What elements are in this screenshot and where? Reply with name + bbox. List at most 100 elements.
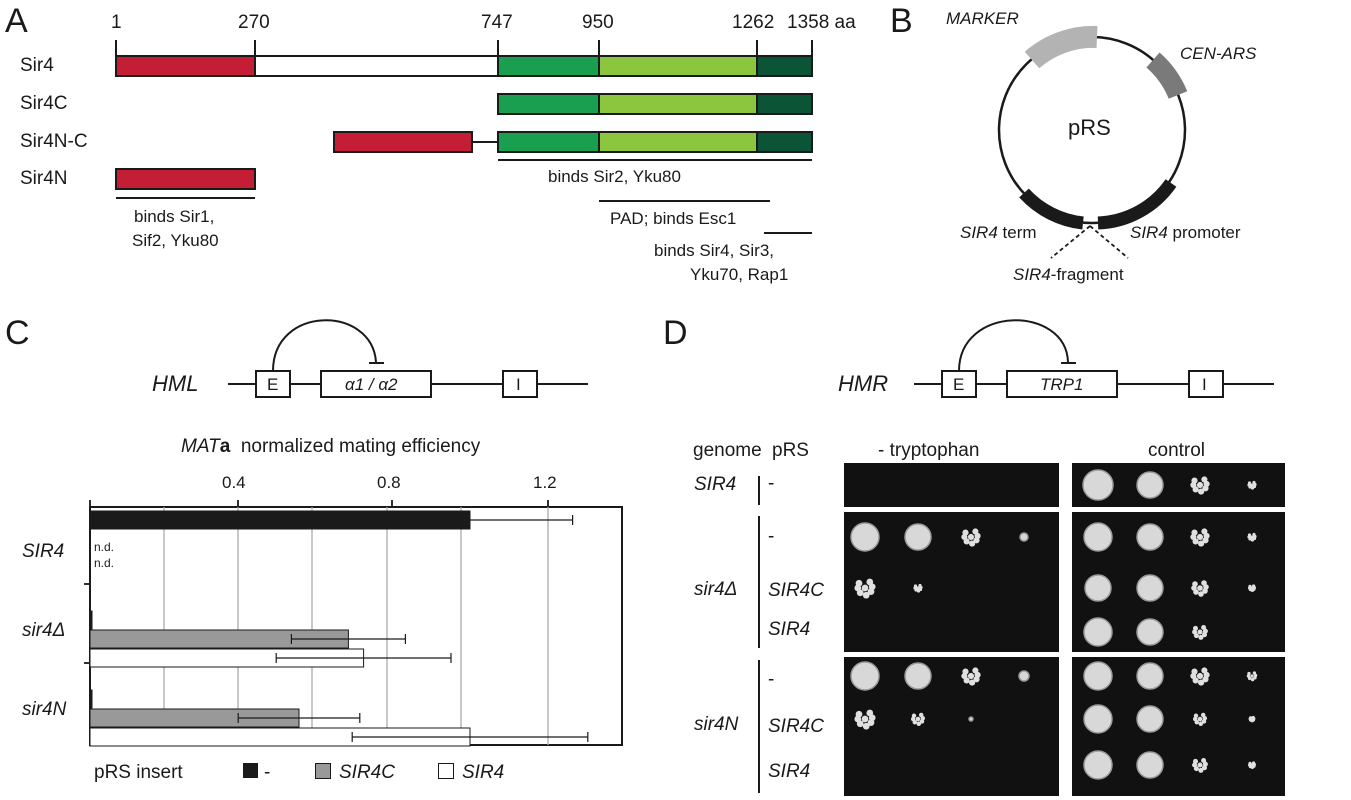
colony-speck (1202, 715, 1208, 721)
column-header-genome: genome (693, 440, 762, 461)
position-label: 950 (582, 12, 614, 33)
colony-speck (1203, 532, 1210, 539)
colony-spot (1136, 662, 1164, 690)
colony-speck (910, 716, 916, 722)
colony-speck (1250, 538, 1255, 542)
colony-speck (1250, 674, 1254, 678)
colony-speck (1246, 674, 1251, 678)
colony-speck (854, 584, 862, 592)
colony-spot (1083, 704, 1113, 734)
position-label: 747 (481, 12, 513, 33)
colony-speck (1198, 634, 1204, 640)
colony-speck (974, 532, 981, 539)
colony-speck (1250, 483, 1254, 487)
colony-spot (1136, 574, 1164, 602)
x-tick-label: 0.8 (377, 473, 401, 492)
plasmid-name: pRS (1068, 115, 1111, 140)
error-bar (237, 713, 361, 723)
colony-speck (1250, 677, 1255, 682)
sir4-promoter-arc (1097, 179, 1177, 230)
prs-label: SIR4 (768, 619, 811, 640)
colony-speck (919, 585, 923, 590)
cen-ars-arc (1146, 52, 1188, 100)
x-tick-label: 0.4 (222, 473, 246, 492)
colony-speck (1248, 586, 1252, 590)
colony-speck (868, 583, 876, 591)
prs-label: - (768, 669, 775, 690)
binds-sir4-label: binds Sir4, Sir3, (654, 241, 774, 260)
colony-spot (1136, 471, 1164, 499)
colony-speck (1190, 481, 1197, 489)
colony-speck (961, 533, 968, 541)
sir4nc-domains (333, 131, 813, 153)
colony-spot (1136, 618, 1164, 646)
colony-spot (1018, 670, 1030, 682)
colony-speck (1253, 534, 1257, 539)
colony-spot (1083, 661, 1113, 691)
colony-speck (1253, 673, 1258, 678)
legend-label-sir4c: SIR4C (339, 762, 395, 783)
hmr-locus-label: HMR (838, 371, 889, 396)
marker-arc (1024, 25, 1098, 69)
sir4-term-arc (1019, 188, 1084, 230)
colony-spot (904, 662, 932, 690)
genome-label-sir4n: sir4N (694, 714, 739, 735)
genome-label-sir4d: sir4Δ (694, 579, 738, 600)
panel-label-d: D (663, 314, 688, 352)
legend-label-sir4: SIR4 (462, 762, 505, 783)
position-label: 1358 aa (787, 12, 856, 33)
colony-speck (1203, 584, 1209, 590)
colony-speck (1252, 717, 1256, 721)
not-determined-label: n.d. (94, 540, 115, 554)
cen-ars-label: CEN-ARS (1180, 44, 1257, 63)
hmr-e-silencer: E (953, 375, 965, 394)
sir4n-domains (115, 168, 256, 190)
colony-spot (1019, 532, 1029, 542)
hml-gene-label: α1 / α2 (345, 375, 398, 394)
colony-spot (850, 522, 880, 552)
group-label-sir4: SIR4 (22, 541, 65, 562)
hmr-gene-label: TRP1 (1040, 375, 1084, 394)
binds-sir4-label-2: Yku70, Rap1 (690, 265, 789, 284)
colony-speck (1247, 535, 1251, 539)
sir4-promoter-label: SIR4 promoter (1130, 223, 1241, 242)
prs-label: SIR4C (768, 716, 824, 737)
colony-speck (915, 716, 921, 722)
legend-title: pRS insert (94, 762, 183, 783)
marker-label: MARKER (946, 9, 1019, 28)
colony-speck (1253, 482, 1257, 487)
colony-speck (1191, 585, 1197, 591)
plasmid-map (997, 25, 1188, 259)
colony-spot (1136, 705, 1164, 733)
legend-swatch-sir4 (438, 763, 454, 779)
colony-speck (1202, 628, 1208, 634)
colony-spot (850, 661, 880, 691)
sir4c-domains (497, 93, 813, 115)
construct-label-sir4c: Sir4C (20, 93, 68, 114)
colony-speck (1198, 721, 1204, 727)
colony-spot (1082, 469, 1114, 501)
position-label: 1 (111, 12, 122, 33)
hml-locus (228, 319, 588, 398)
legend-swatch-sir4c (315, 763, 331, 779)
chart-axis-ticks (84, 500, 549, 664)
not-determined-label: n.d. (94, 556, 115, 570)
panel-label-a: A (5, 2, 28, 40)
colony-speck (1197, 629, 1203, 635)
hmr-i-silencer: I (1202, 375, 1207, 394)
genome-label-sir4: SIR4 (694, 474, 737, 495)
colony-spot (1136, 523, 1164, 551)
position-label: 1262 (732, 12, 775, 33)
group-label-sir4n: sir4N (22, 699, 67, 720)
column-header-control: control (1148, 440, 1206, 461)
colony-speck (1248, 763, 1252, 767)
position-label: 270 (238, 12, 270, 33)
colony-speck (861, 715, 869, 723)
colony-speck (1252, 763, 1256, 767)
colony-speck (1198, 488, 1205, 495)
panel-label-c: C (5, 314, 30, 352)
colony-speck (969, 679, 976, 686)
error-bar (275, 653, 452, 663)
construct-label-sir4: Sir4 (20, 55, 54, 76)
